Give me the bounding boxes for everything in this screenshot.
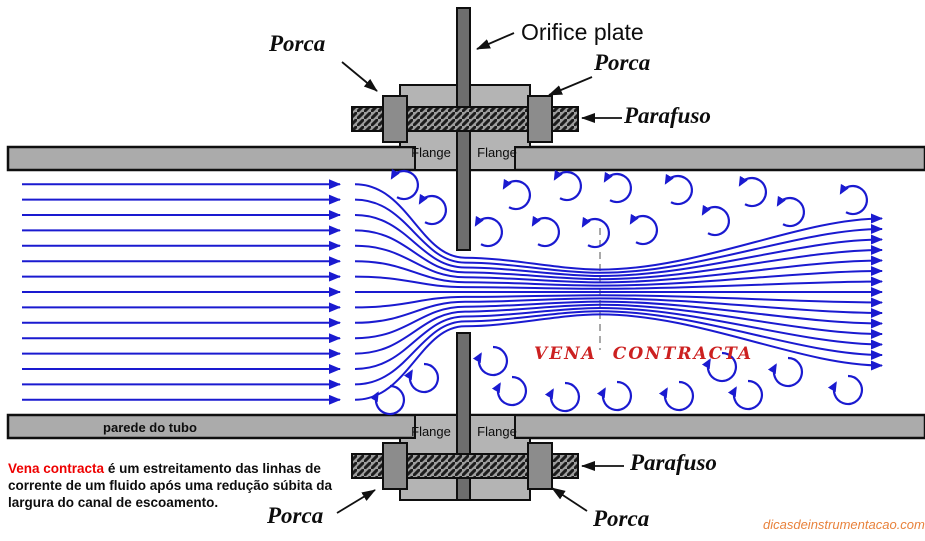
bolt-top — [351, 95, 579, 143]
eddy-swirl-bottom — [479, 347, 507, 375]
eddy-swirl-bottom — [603, 382, 631, 410]
porca-top-left-label: Porca — [269, 31, 326, 56]
bolt-bottom — [351, 442, 579, 490]
streamline-contraction — [354, 183, 883, 271]
eddy-swirl-top — [778, 198, 804, 226]
streamline-contraction — [354, 244, 883, 284]
streamline-contraction — [354, 297, 883, 324]
flow-streamlines — [22, 179, 883, 405]
eddy-swirl-top — [392, 171, 418, 199]
eddy-swirl-top — [841, 186, 867, 214]
nut-top-left — [382, 95, 408, 143]
caption-term: Vena contracta — [8, 461, 105, 476]
nut-bottom-right — [527, 442, 553, 490]
porca-bottom-right-label: Porca — [593, 506, 650, 531]
streamline-contraction — [354, 294, 883, 309]
eddy-swirl-top — [420, 196, 446, 224]
streamline-contraction — [354, 214, 883, 278]
streamline-contraction — [354, 300, 883, 340]
nut-bottom-left — [382, 442, 408, 490]
flange-top-left-label: Flange — [411, 145, 451, 160]
porca-bottom-left-label: Porca — [267, 503, 324, 528]
eddy-swirl-top — [476, 218, 502, 246]
porca-top-right-label: Porca — [594, 50, 651, 75]
eddy-swirl-bottom — [734, 381, 762, 409]
eddy-swirl-bottom — [551, 383, 579, 411]
caption: Vena contracta é um estreitamento das li… — [8, 460, 350, 511]
streamline-contraction — [354, 198, 883, 274]
eddy-swirl-top — [555, 172, 581, 200]
annotation-arrows — [336, 32, 624, 514]
orifice-plate — [456, 7, 471, 501]
porca-bottom-right-arrow — [551, 487, 588, 512]
orifice-plate-arrow — [476, 32, 515, 50]
eddy-swirl-bottom — [774, 358, 802, 386]
streamline-contraction — [354, 275, 883, 290]
eddy-swirl-bottom — [665, 382, 693, 410]
eddy-swirl-top — [631, 216, 657, 244]
orifice-plate-label: Orifice plate — [521, 19, 644, 45]
pipe-wall-label: parede do tubo — [103, 420, 197, 435]
flange-top-right-label: Flange — [477, 145, 517, 160]
eddy-swirl-top — [533, 218, 559, 246]
caption-definition: é um estreitamento das linhas de corrent… — [8, 461, 333, 510]
nut-top-right — [527, 95, 553, 143]
porca-top-right-arrow — [548, 76, 593, 96]
flange-bottom-left-label: Flange — [411, 424, 451, 439]
eddy-swirl-top — [666, 176, 692, 204]
eddy-swirl-bottom — [376, 386, 404, 414]
porca-top-left-arrow — [341, 61, 378, 92]
porca-bottom-left-arrow — [336, 489, 376, 514]
streamline-contraction — [354, 313, 883, 401]
eddy-swirl-top — [703, 207, 729, 235]
streamline-contraction — [354, 229, 883, 281]
streamline-contraction — [354, 306, 883, 370]
streamline-contraction — [354, 260, 883, 287]
eddy-swirl-bottom — [834, 376, 862, 404]
watermark: dicasdeinstrumentacao.com — [763, 517, 925, 532]
vena-contracta-label: VENA CONTRACTA — [534, 344, 754, 364]
eddy-swirl-top — [605, 174, 631, 202]
streamline-contraction — [354, 310, 883, 386]
parafuso-bottom-label: Parafuso — [630, 450, 717, 475]
streamline-contraction — [354, 303, 883, 355]
eddy-swirl-bottom — [410, 364, 438, 392]
parafuso-top-label: Parafuso — [624, 103, 711, 128]
eddy-swirl-top — [583, 219, 609, 247]
eddy-swirl-top — [740, 178, 766, 206]
flange-bottom-right-label: Flange — [477, 424, 517, 439]
eddy-swirl-top — [504, 181, 530, 209]
eddy-swirl-bottom — [498, 377, 526, 405]
